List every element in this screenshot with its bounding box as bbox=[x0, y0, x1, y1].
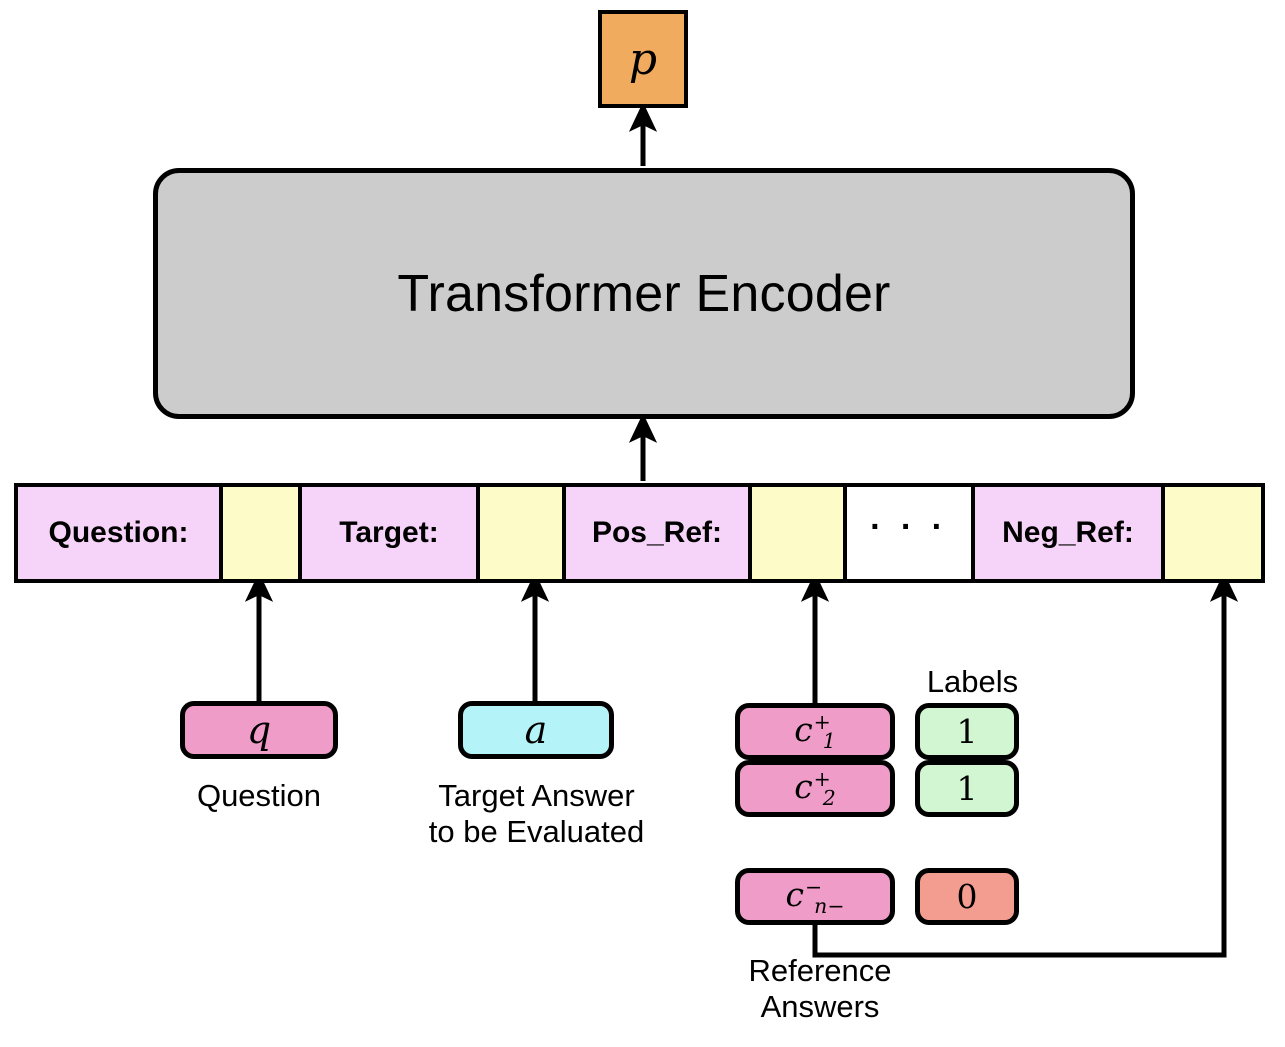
token-label-text: Target: bbox=[339, 516, 439, 549]
token-cell-neg-ref-label: Neg_Ref: bbox=[975, 487, 1165, 579]
token-cell-ellipsis: · · · bbox=[847, 487, 975, 579]
reference-label-chip-1: 1 bbox=[915, 703, 1019, 760]
reference-label-chip-2: 1 bbox=[915, 760, 1019, 817]
target-answer-caption: Target Answer to be Evaluated bbox=[428, 778, 645, 850]
token-cell-target-label: Target: bbox=[302, 487, 480, 579]
ellipsis-icon: · · · bbox=[870, 507, 948, 546]
token-strip: Question: Target: Pos_Ref: · · · Neg_Ref… bbox=[14, 483, 1265, 583]
target-answer-chip: a bbox=[458, 701, 614, 759]
question-input-chip: q bbox=[180, 701, 338, 759]
reference-chip-negative: c−n− bbox=[735, 868, 895, 925]
reference-answers-caption: Reference Answers bbox=[748, 953, 892, 1025]
question-caption: Question bbox=[196, 778, 322, 813]
reference-symbol: c+2 bbox=[794, 766, 836, 811]
target-symbol: a bbox=[524, 708, 548, 752]
token-cell-question-slot[interactable] bbox=[223, 487, 302, 579]
output-symbol: p bbox=[628, 33, 658, 85]
token-label-text: Neg_Ref: bbox=[1002, 516, 1134, 549]
token-cell-target-slot[interactable] bbox=[480, 487, 566, 579]
reference-label-chip-negative: 0 bbox=[915, 868, 1019, 925]
token-cell-neg-ref-slot[interactable] bbox=[1165, 487, 1261, 579]
output-probability-box: p bbox=[598, 10, 688, 108]
token-label-text: Question: bbox=[48, 516, 189, 549]
reference-chip-positive-1: c+1 bbox=[735, 703, 895, 760]
token-cell-pos-ref-label: Pos_Ref: bbox=[566, 487, 752, 579]
label-value: 1 bbox=[956, 712, 978, 751]
label-value: 0 bbox=[956, 877, 978, 916]
token-cell-question-label: Question: bbox=[18, 487, 223, 579]
question-symbol: q bbox=[246, 708, 272, 752]
reference-symbol: c−n− bbox=[785, 874, 845, 919]
reference-symbol: c+1 bbox=[794, 709, 836, 754]
reference-chip-positive-2: c+2 bbox=[735, 760, 895, 817]
label-value: 1 bbox=[956, 769, 978, 808]
token-cell-pos-ref-slot[interactable] bbox=[752, 487, 847, 579]
token-label-text: Pos_Ref: bbox=[591, 516, 723, 549]
labels-heading: Labels bbox=[926, 664, 1019, 699]
encoder-label: Transformer Encoder bbox=[397, 264, 891, 323]
transformer-encoder-block: Transformer Encoder bbox=[153, 168, 1135, 419]
